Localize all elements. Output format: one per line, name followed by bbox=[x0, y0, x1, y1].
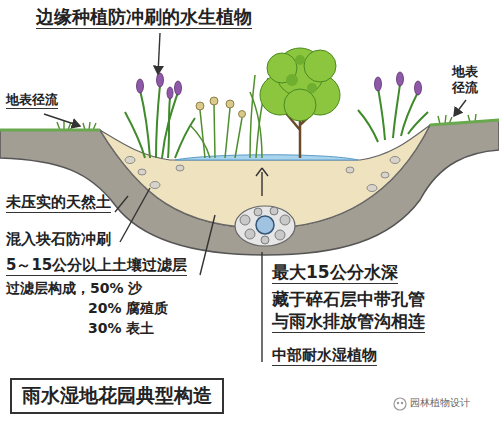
label-holder: 过滤层构成，50% 沙 bbox=[6, 280, 142, 298]
watermark-icon bbox=[394, 398, 406, 410]
iris-plants-right bbox=[358, 72, 428, 142]
label-holder: 20% 腐殖质 bbox=[88, 300, 168, 318]
label-holder: 30% 表土 bbox=[88, 320, 154, 338]
water-depth-label: 最大15公分水深 bbox=[272, 262, 398, 284]
stone-note: 混入块石防冲刷 bbox=[6, 230, 111, 248]
gravel bbox=[240, 207, 290, 244]
label-holder: 最大15公分水深 bbox=[272, 262, 398, 283]
label-holder: 地表径流 bbox=[452, 64, 479, 97]
label-holder: 未压实的天然土 bbox=[6, 193, 111, 212]
iris-plants-left bbox=[125, 73, 195, 158]
filter-composition: 过滤层构成，50% 沙 bbox=[6, 280, 142, 296]
filter-composition: 20% 腐殖质 bbox=[88, 300, 168, 316]
shrub bbox=[260, 48, 340, 158]
label-holder: 边缘种植防冲刷的水生植物 bbox=[36, 6, 252, 29]
label-holder: 混入块石防冲刷 bbox=[6, 230, 111, 249]
heading-note: 边缘种植防冲刷的水生植物 bbox=[36, 6, 252, 29]
filter-layer-label: 5～15公分以上土壤过滤层 bbox=[6, 256, 187, 276]
runoff-label: 地表径流 bbox=[452, 64, 478, 95]
water bbox=[175, 155, 358, 160]
label-holder: 5～15公分以上土壤过滤层 bbox=[6, 256, 187, 275]
label-holder: 园林植物设计 bbox=[410, 397, 470, 410]
gravel-pocket bbox=[235, 206, 295, 246]
label-holder: 与雨水排放管沟相连 bbox=[272, 311, 425, 332]
label-holder: 藏于碎石层中带孔管 bbox=[272, 289, 425, 310]
pipe-note: 藏于碎石层中带孔管 bbox=[272, 289, 425, 309]
diagram-title: 雨水湿地花园典型构造 bbox=[22, 384, 212, 406]
label-holder: 中部耐水湿植物 bbox=[272, 346, 377, 365]
label-holder: 地表径流 bbox=[6, 92, 58, 108]
runoff-label: 地表径流 bbox=[6, 92, 58, 109]
pipe-note: 与雨水排放管沟相连 bbox=[272, 311, 425, 333]
watermark: 园林植物设计 bbox=[410, 397, 470, 408]
soil-label: 未压实的天然土 bbox=[6, 193, 111, 213]
title-frame: 雨水湿地花园典型构造 bbox=[10, 378, 224, 414]
filter-composition: 30% 表土 bbox=[88, 320, 154, 336]
grass-tufts bbox=[190, 75, 268, 158]
plant-label: 中部耐水湿植物 bbox=[272, 346, 377, 366]
perforated-pipe bbox=[256, 216, 274, 234]
